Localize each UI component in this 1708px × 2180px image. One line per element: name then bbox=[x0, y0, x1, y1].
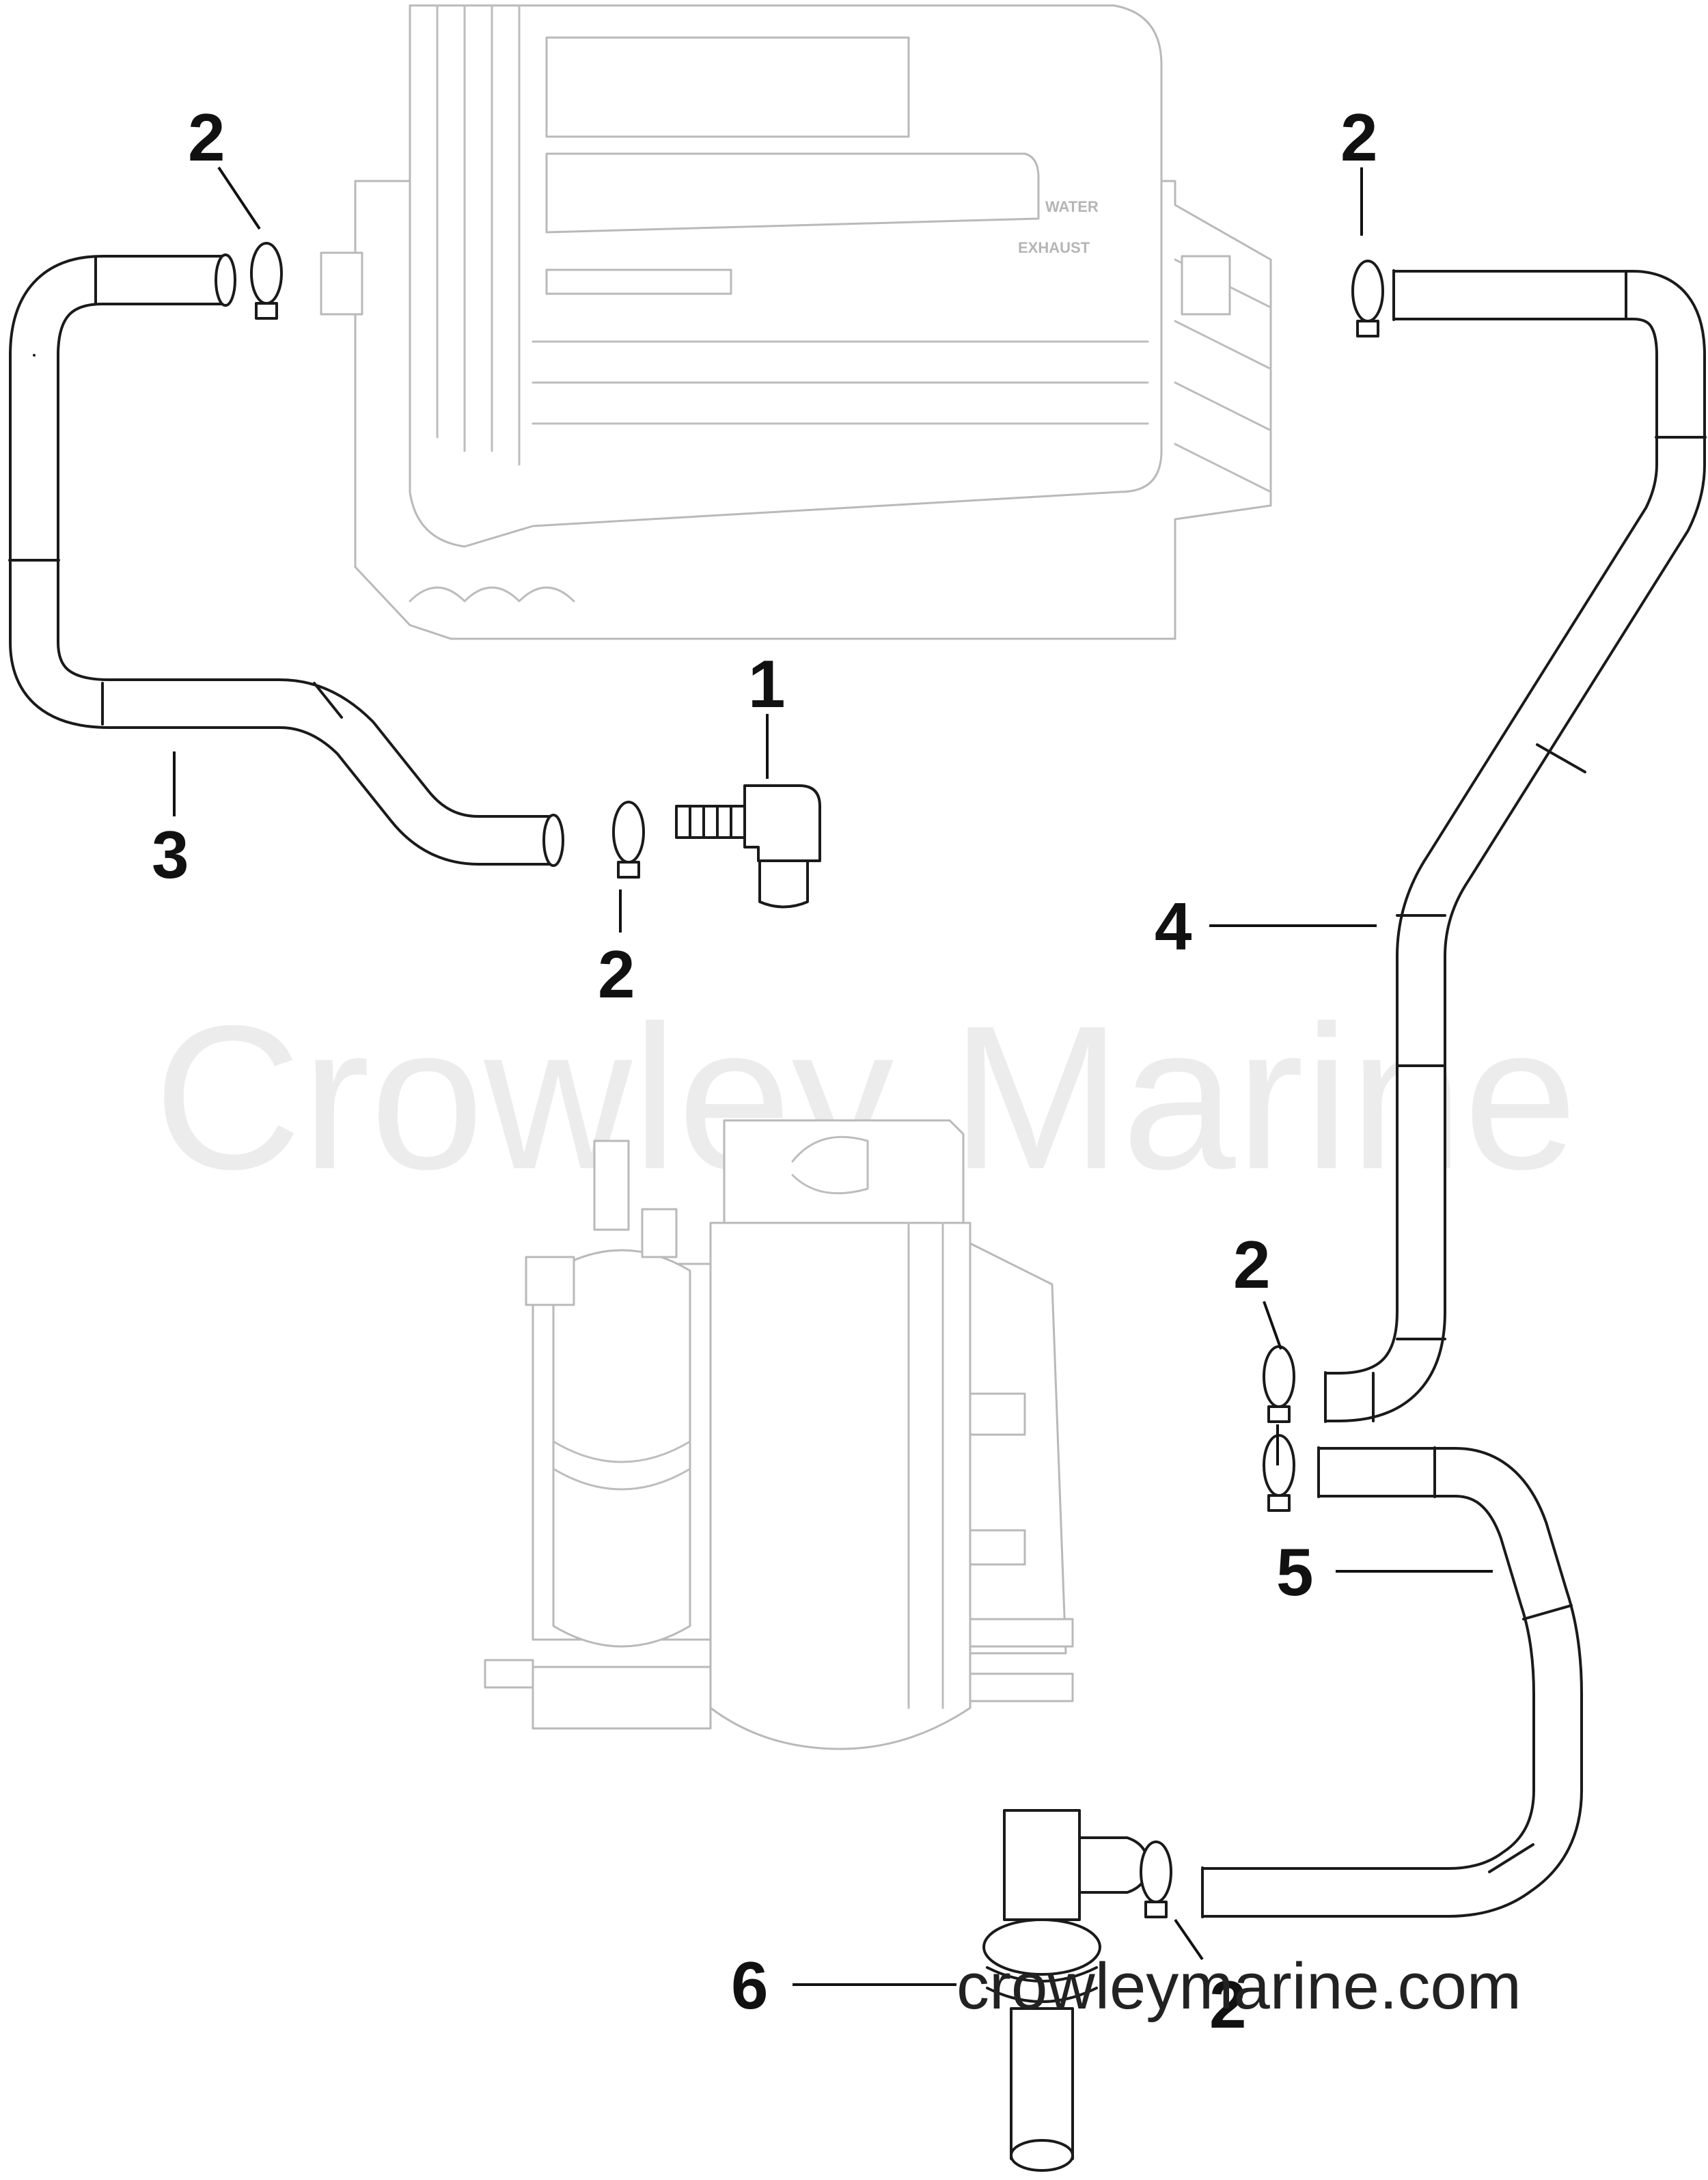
callout-5-hose-lower: 5 bbox=[1276, 1534, 1314, 1610]
hose-left bbox=[8, 253, 564, 867]
module-label-water: WATER bbox=[1045, 198, 1099, 215]
callout-3-hose-left: 3 bbox=[152, 817, 189, 892]
hose-long bbox=[1314, 269, 1707, 1423]
callout-4-hose-long: 4 bbox=[1155, 889, 1192, 964]
callout-1-elbow-fitting: 1 bbox=[748, 646, 786, 721]
callout-2-clamp-top-left: 2 bbox=[188, 100, 225, 175]
callout-2-clamp-top-right: 2 bbox=[1340, 100, 1378, 175]
hose-lower bbox=[1201, 1446, 1583, 1918]
website-text: crowleymarine.com bbox=[956, 1950, 1521, 2023]
tee-fitting-icon bbox=[982, 1809, 1149, 2172]
hose-clamp-icon bbox=[250, 242, 1384, 1918]
callout-2-clamp-middle: 2 bbox=[598, 937, 635, 1012]
fuel-pump-ghost bbox=[484, 1119, 1074, 1750]
callout-2-clamp-bottom: 2 bbox=[1209, 1967, 1247, 2042]
callout-6-tee-fitting: 6 bbox=[731, 1948, 769, 2023]
callout-2-clamp-lower-right: 2 bbox=[1233, 1227, 1271, 1302]
vapor-module-ghost: WATER EXHAUST bbox=[320, 4, 1272, 640]
leader-lines bbox=[173, 166, 1493, 1986]
elbow-fitting-icon bbox=[675, 784, 821, 909]
module-label-exhaust: EXHAUST bbox=[1018, 239, 1090, 256]
